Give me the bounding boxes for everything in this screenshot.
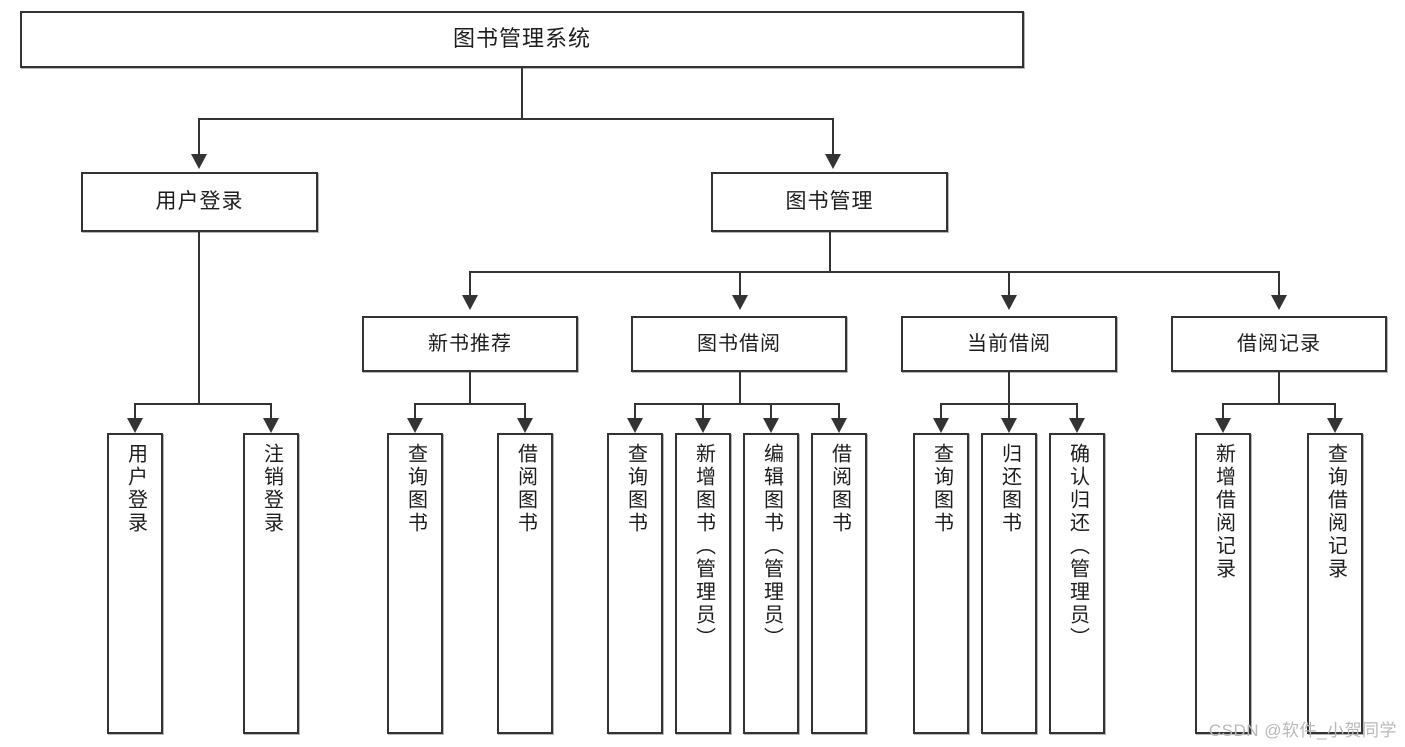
arrow-new-book-leaf-2: [517, 418, 533, 433]
connector-borrow-record-stem: [1278, 372, 1280, 405]
connector-book-mgmt-stem: [829, 232, 831, 272]
arrow-book-borrow-leaf-3: [763, 418, 779, 433]
arrow-borrow-record-leaf-1: [1215, 418, 1231, 433]
arrow-new-book-leaf-1: [407, 418, 423, 433]
node-label: 归还图书: [998, 443, 1021, 535]
arrow-book-mgmt-to-current-borrow: [1001, 295, 1017, 310]
leaf-current-borrow-confirm-return[interactable]: 确认归还（管理员）: [1049, 433, 1105, 734]
node-label: 新增借阅记录: [1212, 443, 1235, 581]
connector-new-book-stem: [469, 372, 471, 405]
leaf-book-borrow-edit[interactable]: 编辑图书（管理员）: [743, 433, 799, 734]
node-root-system[interactable]: 图书管理系统: [20, 11, 1024, 68]
connector-current-borrow-leaf-2: [1008, 403, 1010, 430]
node-label: 图书管理: [785, 190, 874, 214]
node-label: 图书管理系统: [452, 26, 591, 52]
node-label: 借阅图书: [828, 443, 851, 535]
leaf-book-borrow-borrow[interactable]: 借阅图书: [811, 433, 867, 734]
node-label: 用户登录: [124, 443, 147, 535]
node-label: 用户登录: [155, 190, 244, 214]
connector-new-book-leaf-1: [414, 403, 416, 430]
node-label: 借阅图书: [514, 443, 537, 535]
node-label: 查询图书: [930, 443, 953, 535]
connector-borrow-record-leaf-2: [1334, 403, 1336, 430]
leaf-borrow-record-add[interactable]: 新增借阅记录: [1195, 433, 1251, 734]
arrow-root-to-user-login: [191, 154, 207, 169]
arrow-book-borrow-leaf-1: [627, 418, 643, 433]
node-label: 借阅记录: [1237, 333, 1321, 355]
node-label: 确认归还（管理员）: [1066, 443, 1089, 650]
node-label: 查询图书: [404, 443, 427, 535]
connector-book-borrow-leaf-3: [770, 403, 772, 430]
connector-user-login-leaf-2: [270, 403, 272, 430]
connector-user-login-bus: [134, 403, 272, 405]
node-label: 注销登录: [260, 443, 283, 535]
node-label: 新书推荐: [428, 333, 512, 355]
connector-borrow-record-leaf-1: [1222, 403, 1224, 430]
node-book-management[interactable]: 图书管理: [711, 172, 948, 232]
connector-book-borrow-leaf-1: [634, 403, 636, 430]
connector-new-book-bus: [414, 403, 526, 405]
arrow-book-mgmt-to-new-book: [462, 295, 478, 310]
leaf-user-login-login[interactable]: 用户登录: [107, 433, 163, 734]
arrow-current-borrow-leaf-1: [933, 418, 949, 433]
leaf-book-borrow-query[interactable]: 查询图书: [607, 433, 663, 734]
node-book-borrow[interactable]: 图书借阅: [631, 316, 847, 372]
node-current-borrow[interactable]: 当前借阅: [901, 316, 1117, 372]
node-label: 新增图书（管理员）: [692, 443, 715, 650]
leaf-new-book-borrow[interactable]: 借阅图书: [497, 433, 553, 734]
node-label: 图书借阅: [697, 333, 781, 355]
connector-book-borrow-leaf-4: [838, 403, 840, 430]
arrow-root-to-book-mgmt: [825, 154, 841, 169]
leaf-current-borrow-query[interactable]: 查询图书: [913, 433, 969, 734]
connector-current-borrow-leaf-1: [940, 403, 942, 430]
connector-book-borrow-leaf-2: [702, 403, 704, 430]
node-borrow-record[interactable]: 借阅记录: [1171, 316, 1387, 372]
connector-book-mgmt-bus: [469, 271, 1280, 273]
leaf-user-login-logout[interactable]: 注销登录: [243, 433, 299, 734]
connector-borrow-record-bus: [1222, 403, 1336, 405]
node-label: 编辑图书（管理员）: [760, 443, 783, 650]
connector-root-to-user-login: [198, 118, 200, 156]
connector-current-borrow-leaf-3: [1076, 403, 1078, 430]
arrow-user-login-leaf-1: [127, 418, 143, 433]
arrow-user-login-leaf-2: [263, 418, 279, 433]
node-new-book-recommend[interactable]: 新书推荐: [362, 316, 578, 372]
connector-new-book-leaf-2: [524, 403, 526, 430]
node-label: 查询图书: [624, 443, 647, 535]
arrow-book-mgmt-to-borrow-record: [1271, 295, 1287, 310]
connector-book-mgmt-to-new-book: [469, 271, 471, 299]
connector-current-borrow-stem: [1008, 372, 1010, 405]
connector-root-to-book-mgmt: [832, 118, 834, 156]
connector-root-stem: [521, 68, 523, 119]
connector-user-login-leaf-1: [134, 403, 136, 430]
node-label: 当前借阅: [967, 333, 1051, 355]
connector-book-borrow-stem: [739, 372, 741, 405]
csdn-watermark: CSDN @软件_小贺同学: [1208, 721, 1397, 740]
leaf-new-book-query[interactable]: 查询图书: [387, 433, 443, 734]
arrow-book-borrow-leaf-2: [695, 418, 711, 433]
connector-book-borrow-bus: [634, 403, 840, 405]
arrow-current-borrow-leaf-3: [1069, 418, 1085, 433]
connector-book-mgmt-to-current-borrow: [1008, 271, 1010, 299]
connector-user-login-stem: [198, 232, 200, 404]
connector-book-mgmt-to-book-borrow: [739, 271, 741, 299]
arrow-book-mgmt-to-book-borrow: [732, 295, 748, 310]
arrow-book-borrow-leaf-4: [831, 418, 847, 433]
leaf-borrow-record-query[interactable]: 查询借阅记录: [1307, 433, 1363, 734]
connector-book-mgmt-to-borrow-record: [1278, 271, 1280, 299]
arrow-current-borrow-leaf-2: [1001, 418, 1017, 433]
node-label: 查询借阅记录: [1324, 443, 1347, 581]
node-user-login[interactable]: 用户登录: [81, 172, 318, 232]
connector-root-bus: [198, 118, 834, 120]
leaf-current-borrow-return[interactable]: 归还图书: [981, 433, 1037, 734]
arrow-borrow-record-leaf-2: [1327, 418, 1343, 433]
leaf-book-borrow-add[interactable]: 新增图书（管理员）: [675, 433, 731, 734]
